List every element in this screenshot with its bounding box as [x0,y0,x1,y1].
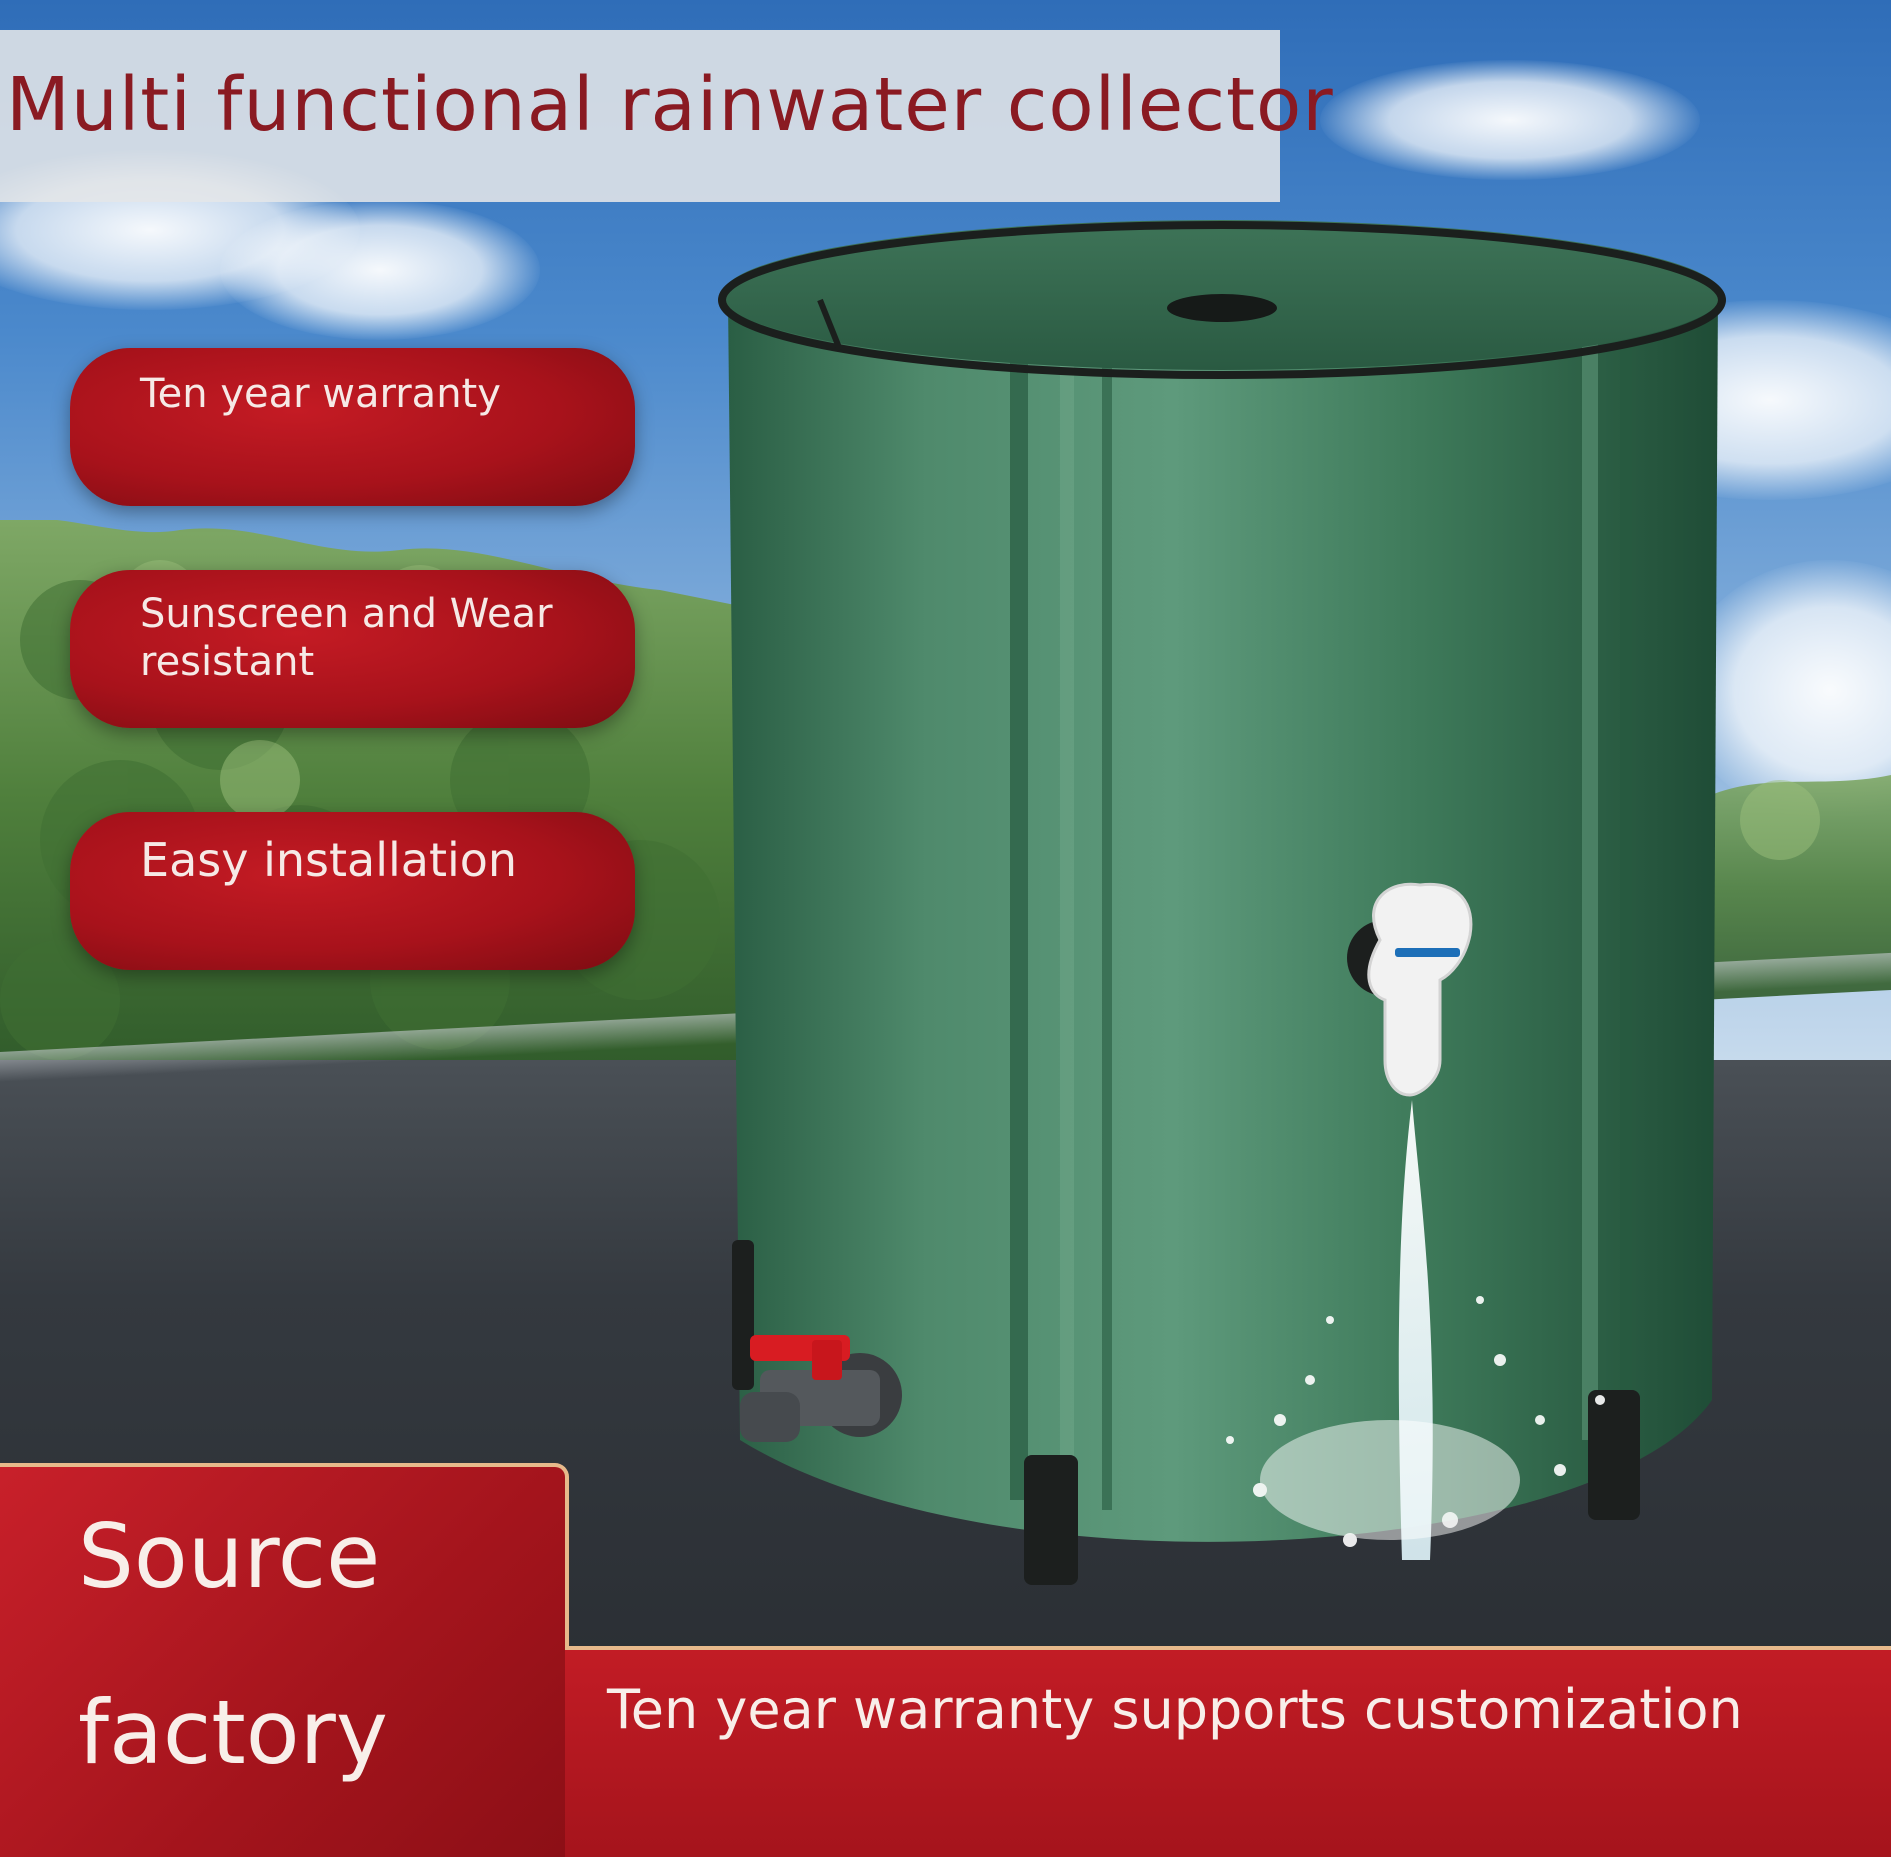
faucet-icon [1347,882,1473,1097]
title-band: Multi functional rainwater collector [0,30,1333,202]
page-title: Multi functional rainwater collector [6,62,1334,148]
source-line-1: Source [78,1505,381,1608]
feature-label: Sunscreen and Wear resistant [140,591,553,685]
valve-icon [740,1335,902,1442]
cloud [1320,60,1700,180]
feature-label: Easy installation [140,833,518,887]
source-line-2: factory [78,1681,388,1784]
tagline-bar: Ten year warranty supports customization [565,1646,1891,1857]
feature-pill-installation: Easy installation [70,812,635,970]
feature-pill-sunscreen: Sunscreen and Wear resistant [70,570,635,728]
cloud [220,200,540,340]
feature-pill-warranty: Ten year warranty [70,348,635,506]
source-factory-panel: Source factory [0,1463,569,1857]
tagline: Ten year warranty supports customization [607,1678,1743,1741]
feature-label: Ten year warranty [140,371,501,417]
